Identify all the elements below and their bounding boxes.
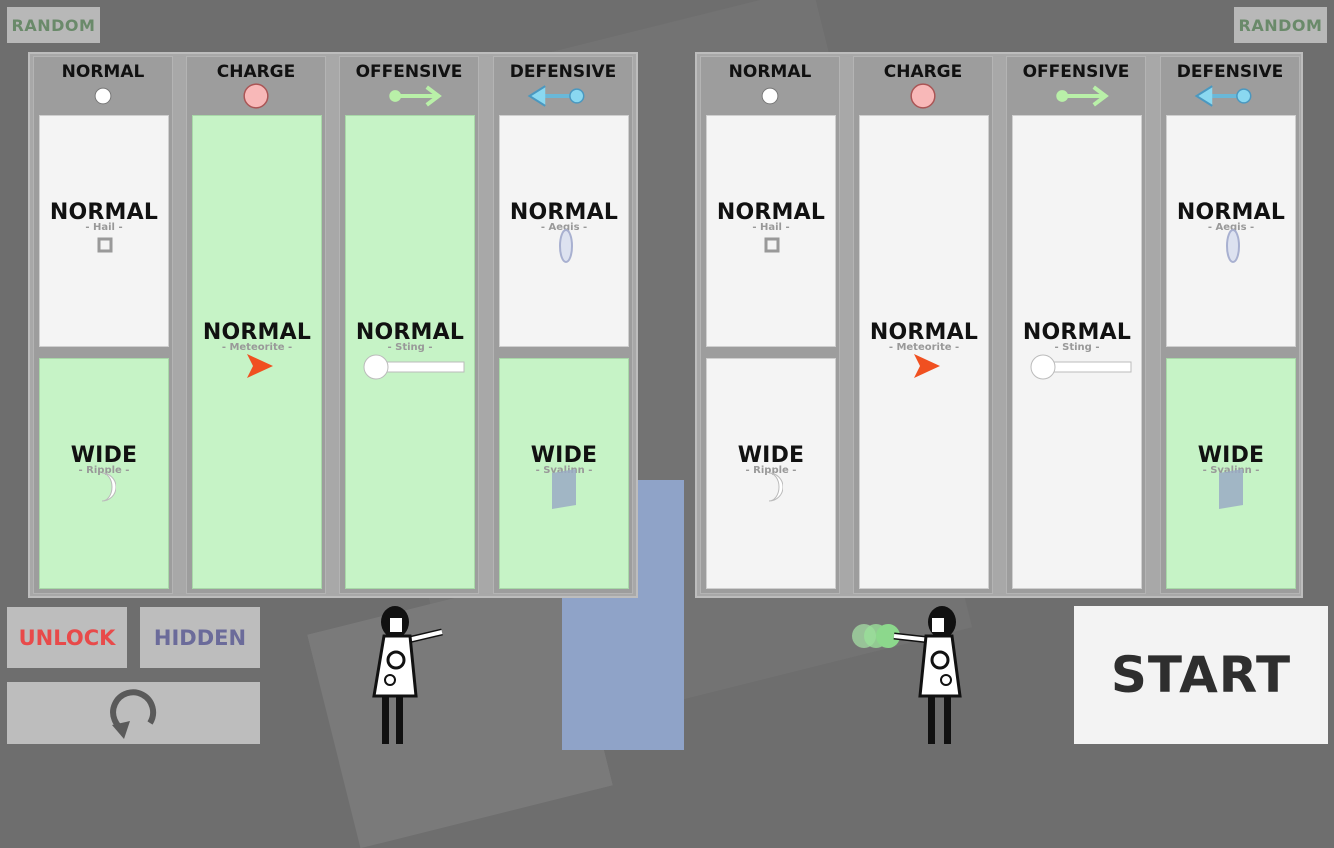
- white-dot-icon: [94, 87, 112, 105]
- card-title: NORMAL: [1022, 320, 1132, 345]
- card-subtitle: - Svalinn -: [535, 465, 593, 476]
- column-header: DEFENSIVE: [509, 62, 617, 82]
- card-subtitle: - Svalinn -: [1202, 465, 1260, 476]
- card-subtitle: - Hail -: [752, 222, 790, 233]
- column-header: OFFENSIVE: [355, 62, 463, 82]
- meteor-icon: [914, 354, 940, 378]
- white-dot-icon: [761, 87, 779, 105]
- card-svalinn[interactable]: WIDE - Svalinn -: [499, 358, 629, 589]
- sting-icon: [1030, 354, 1132, 380]
- column-header: DEFENSIVE: [1176, 62, 1284, 82]
- card-sting[interactable]: NORMAL - Sting -: [1012, 115, 1142, 589]
- blue-arrow-icon: [1194, 85, 1252, 107]
- square-icon: [764, 237, 780, 253]
- column-header: OFFENSIVE: [1022, 62, 1130, 82]
- column-defensive: DEFENSIVE NORMAL - Aegis - WIDE - Svalin…: [493, 56, 633, 594]
- card-subtitle: - Sting -: [387, 342, 433, 353]
- pink-dot-icon: [910, 83, 936, 109]
- green-arrow-icon: [389, 85, 442, 107]
- column-header: NORMAL: [61, 62, 145, 82]
- column-header: CHARGE: [883, 62, 963, 82]
- player-character-left: [372, 606, 443, 744]
- card-title: NORMAL: [1176, 200, 1286, 225]
- hidden-button[interactable]: HIDDEN: [140, 607, 260, 668]
- card-title: NORMAL: [716, 200, 826, 225]
- crescent-icon: [768, 472, 783, 502]
- rotate-arrow-icon: [109, 689, 156, 739]
- card-subtitle: - Meteorite -: [221, 342, 293, 353]
- card-subtitle: - Aegis -: [1207, 222, 1255, 233]
- unlock-button[interactable]: UNLOCK: [7, 607, 127, 668]
- card-subtitle: - Hail -: [85, 222, 123, 233]
- card-title: WIDE: [737, 443, 805, 468]
- column-defensive: DEFENSIVE NORMAL - Aegis - WIDE - Svalin…: [1160, 56, 1300, 594]
- random-button-right[interactable]: RANDOM: [1234, 7, 1327, 43]
- opponent-character-right: [852, 606, 962, 744]
- card-svalinn[interactable]: WIDE - Svalinn -: [1166, 358, 1296, 589]
- wall-shield-icon: [552, 469, 576, 509]
- card-title: NORMAL: [869, 320, 979, 345]
- card-aegis[interactable]: NORMAL - Aegis -: [499, 115, 629, 347]
- column-offensive: OFFENSIVE NORMAL - Sting -: [339, 56, 479, 594]
- card-title: WIDE: [1197, 443, 1265, 468]
- square-icon: [97, 237, 113, 253]
- card-sting[interactable]: NORMAL - Sting -: [345, 115, 475, 589]
- card-meteorite[interactable]: NORMAL - Meteorite -: [192, 115, 322, 589]
- shield-icon: [559, 229, 573, 263]
- card-subtitle: - Meteorite -: [888, 342, 960, 353]
- sting-icon: [363, 354, 465, 380]
- card-aegis[interactable]: NORMAL - Aegis -: [1166, 115, 1296, 347]
- card-title: WIDE: [70, 443, 138, 468]
- card-ripple[interactable]: WIDE - Ripple -: [39, 358, 169, 589]
- card-hail[interactable]: NORMAL - Hail -: [706, 115, 836, 347]
- blue-arrow-icon: [527, 85, 585, 107]
- crescent-icon: [101, 472, 116, 502]
- card-subtitle: - Sting -: [1054, 342, 1100, 353]
- right-weapon-panel: NORMAL NORMAL - Hail - WIDE - Ripple - C…: [695, 52, 1303, 598]
- card-title: NORMAL: [355, 320, 465, 345]
- card-title: NORMAL: [49, 200, 159, 225]
- column-header: CHARGE: [216, 62, 296, 82]
- pink-dot-icon: [243, 83, 269, 109]
- card-title: WIDE: [530, 443, 598, 468]
- card-title: NORMAL: [509, 200, 619, 225]
- column-charge: CHARGE NORMAL - Meteorite -: [853, 56, 993, 594]
- column-normal: NORMAL NORMAL - Hail - WIDE - Ripple -: [33, 56, 173, 594]
- card-subtitle: - Ripple -: [78, 465, 130, 476]
- meteor-icon: [247, 354, 273, 378]
- column-normal: NORMAL NORMAL - Hail - WIDE - Ripple -: [700, 56, 840, 594]
- card-title: NORMAL: [202, 320, 312, 345]
- column-offensive: OFFENSIVE NORMAL - Sting -: [1006, 56, 1146, 594]
- shield-icon: [1226, 229, 1240, 263]
- reset-button[interactable]: [7, 682, 260, 744]
- start-button[interactable]: START: [1074, 606, 1328, 744]
- wall-shield-icon: [1219, 469, 1243, 509]
- card-subtitle: - Aegis -: [540, 222, 588, 233]
- random-button-left[interactable]: RANDOM: [7, 7, 100, 43]
- left-weapon-panel: NORMAL NORMAL - Hail - WIDE - Ripple - C…: [28, 52, 638, 598]
- card-meteorite[interactable]: NORMAL - Meteorite -: [859, 115, 989, 589]
- column-charge: CHARGE NORMAL - Meteorite -: [186, 56, 326, 594]
- card-subtitle: - Ripple -: [745, 465, 797, 476]
- card-hail[interactable]: NORMAL - Hail -: [39, 115, 169, 347]
- card-ripple[interactable]: WIDE - Ripple -: [706, 358, 836, 589]
- column-header: NORMAL: [728, 62, 812, 82]
- green-arrow-icon: [1056, 85, 1109, 107]
